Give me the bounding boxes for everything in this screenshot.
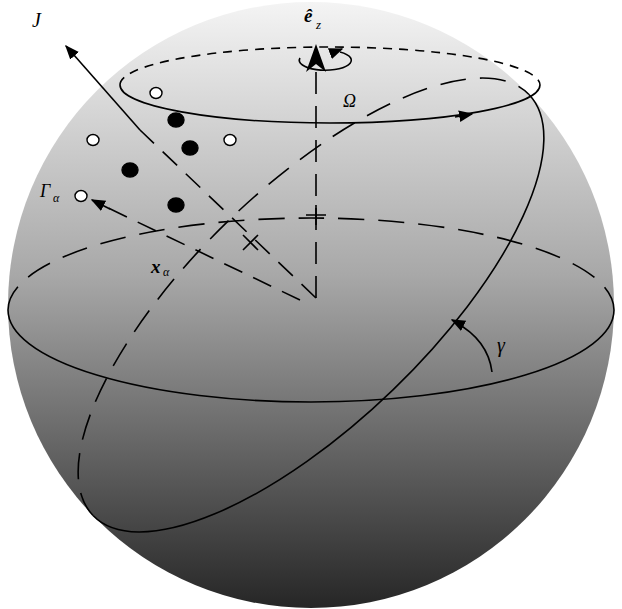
rate-label: Ω (343, 92, 356, 110)
position-label: x (151, 257, 161, 276)
circulation-subscript: α (53, 192, 59, 204)
position-subscript: α (163, 266, 169, 278)
angle-label: γ (497, 335, 505, 355)
sphere (8, 2, 614, 608)
axis-arrowhead (306, 44, 326, 72)
vector-label: J (32, 10, 41, 30)
axis-subscript: z (316, 18, 321, 31)
axis-label: ê (304, 6, 312, 25)
circulation-label: Γ (40, 182, 50, 200)
